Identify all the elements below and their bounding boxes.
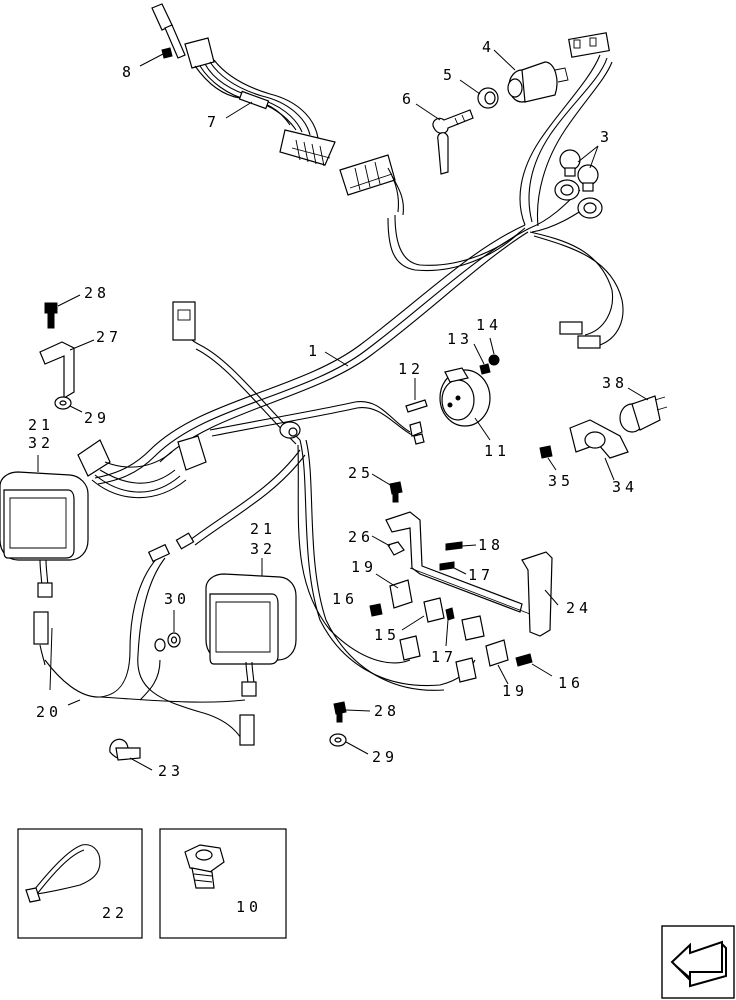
screw-17b (445, 607, 455, 647)
connector-harness (77, 435, 207, 499)
horn-11 (439, 367, 491, 441)
callout-38: 38 (602, 374, 628, 392)
callout-25: 25 (348, 464, 374, 482)
callout-23: 23 (158, 762, 184, 780)
callout-3: 3 (600, 128, 613, 146)
screw-8 (139, 47, 173, 67)
callout-28a: 28 (84, 284, 110, 302)
callout-19a: 19 (351, 558, 377, 576)
blade-connectors (559, 321, 601, 349)
screw-17a (439, 561, 467, 575)
main-harness (94, 54, 624, 691)
horn-wiring (409, 421, 425, 445)
ring-terminal (154, 638, 166, 652)
callout-35: 35 (548, 472, 574, 490)
callout-21b: 21 (250, 520, 276, 538)
grommet (279, 421, 301, 439)
bolt-28-top (44, 294, 81, 329)
relay-19b (485, 639, 509, 685)
detail-box-22 (17, 828, 143, 939)
callout-29a: 29 (84, 409, 110, 427)
screw-13 (473, 343, 491, 375)
relay-right (455, 615, 485, 683)
screw-16a (369, 603, 383, 617)
key-6 (432, 109, 474, 175)
ignition-switch (507, 61, 569, 103)
screw-16b (515, 653, 553, 677)
leader-lines (49, 49, 599, 906)
callout-16b: 16 (558, 674, 584, 692)
callout-16a: 16 (332, 590, 358, 608)
relay-bracket-24 (385, 511, 559, 637)
clip-23 (109, 738, 153, 771)
relay-19a (375, 573, 413, 609)
connector-top-center (172, 301, 196, 341)
callout-21a: 21 (28, 416, 54, 434)
indicator-lamp-38 (619, 387, 668, 433)
bolt-25 (371, 473, 403, 503)
callout-17b: 17 (431, 648, 457, 666)
callout-12: 12 (398, 360, 424, 378)
nut-14 (488, 337, 500, 366)
callout-24: 24 (566, 599, 592, 617)
callout-5: 5 (443, 66, 456, 84)
callout-7: 7 (207, 113, 220, 131)
detail-box-10 (159, 828, 287, 939)
callout-32a: 32 (28, 434, 54, 452)
washer-29-bottom (329, 733, 369, 755)
callout-29b: 29 (372, 748, 398, 766)
callout-22: 22 (102, 904, 128, 922)
callout-27: 27 (96, 328, 122, 346)
callout-30: 30 (164, 590, 190, 608)
screw-18 (445, 541, 477, 551)
nut-5 (477, 87, 499, 109)
work-lamp-left (0, 455, 89, 666)
callout-labels: 1 3 4 5 6 7 8 10 11 12 13 14 15 16 16 17… (28, 38, 638, 922)
sub-harness (44, 554, 246, 746)
washer-29-top (54, 396, 83, 413)
connector-plug-4 (568, 32, 610, 58)
callout-34: 34 (612, 478, 638, 496)
screw-35 (539, 445, 557, 471)
callout-10: 10 (236, 898, 262, 916)
bracket-34 (569, 419, 629, 481)
inline-connectors (147, 532, 195, 563)
nut-26 (371, 535, 405, 556)
callout-1: 1 (308, 342, 321, 360)
bulbs-3 (554, 149, 603, 219)
callout-28b: 28 (374, 702, 400, 720)
callout-17a: 17 (468, 566, 494, 584)
callout-32b: 32 (250, 540, 276, 558)
callout-14: 14 (476, 316, 502, 334)
callout-18: 18 (478, 536, 504, 554)
callout-8: 8 (122, 63, 135, 81)
washer-30 (167, 610, 181, 648)
callout-26: 26 (348, 528, 374, 546)
callout-6: 6 (402, 90, 415, 108)
screw-12 (405, 378, 428, 413)
callout-13: 13 (447, 330, 473, 348)
bracket-27 (39, 339, 95, 400)
callout-11: 11 (484, 442, 510, 460)
bolt-28-bottom (333, 701, 371, 723)
callout-4: 4 (482, 38, 495, 56)
work-lamp-right (205, 558, 297, 746)
arrow-previous-icon[interactable] (661, 925, 735, 999)
callout-20: 20 (36, 703, 62, 721)
callout-15: 15 (374, 626, 400, 644)
relay-15 (399, 597, 445, 661)
cable-assembly (151, 3, 404, 216)
callout-19b: 19 (502, 682, 528, 700)
